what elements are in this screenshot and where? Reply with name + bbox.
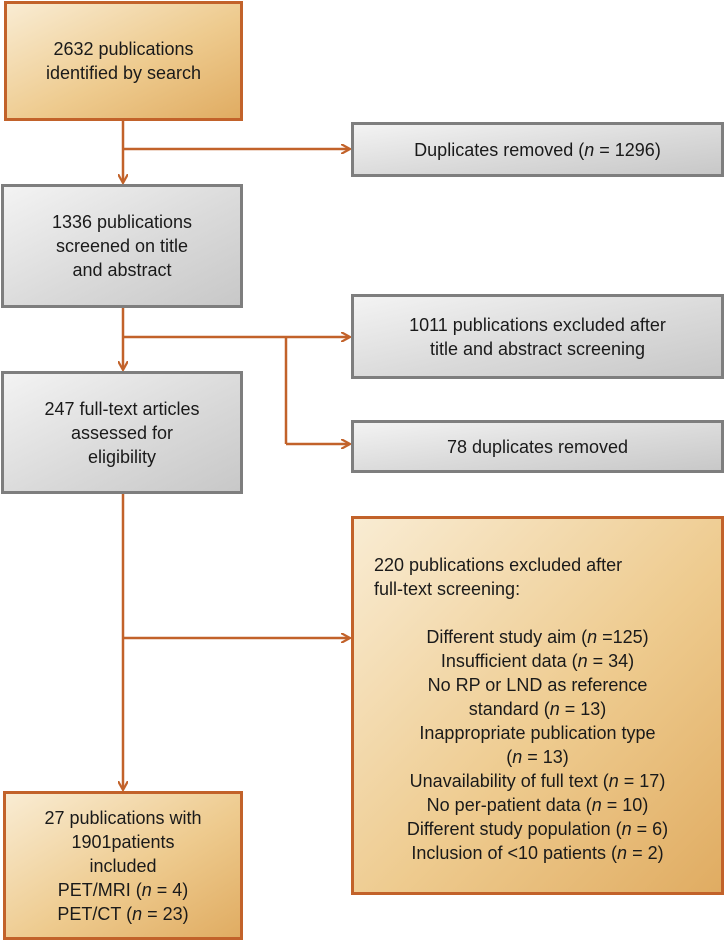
exclusion-reason: standard (n = 13) [468, 699, 607, 719]
fulltext-line-1: 247 full-text articles [44, 398, 200, 419]
screened-line-3: and abstract [72, 260, 172, 280]
excluded-title-line-1: 1011 publications excluded after [409, 314, 666, 335]
exclusion-reason: Different study population (n = 6) [406, 819, 669, 839]
exclusion-reason: (n = 13) [506, 747, 569, 767]
excluded-title-box: 1011 publications excluded after title a… [351, 294, 724, 379]
identified-line-1: 2632 publications [53, 39, 194, 59]
excluded-fulltext-box: 220 publications excluded after full-tex… [351, 516, 724, 895]
excluded-title-line-2: title and abstract screening [429, 338, 646, 359]
included-subgroup: PET/MRI (n = 4) [57, 879, 189, 900]
included-line-3: included [89, 855, 157, 876]
included-subgroup: PET/CT (n = 23) [57, 903, 189, 924]
exclusion-reason: No per-patient data (n = 10) [426, 795, 649, 815]
excluded-fulltext-header-1: 220 publications excluded after [374, 555, 623, 575]
exclusion-reason: Inappropriate publication type [419, 723, 656, 743]
screened-line-2: screened on title [55, 236, 189, 256]
exclusion-reason: Insufficient data (n = 34) [440, 651, 635, 671]
duplicates-text: Duplicates removed (n = 1296) [414, 139, 661, 160]
screened-box: 1336 publications screened on title and … [1, 184, 243, 308]
identified-line-2: identified by search [45, 63, 202, 83]
identified-box: 2632 publications identified by search [4, 1, 243, 121]
duplicates-box: Duplicates removed (n = 1296) [351, 122, 724, 177]
fulltext-box: 247 full-text articles assessed for elig… [1, 371, 243, 494]
duplicates-78-text: 78 duplicates removed [446, 436, 629, 457]
excluded-fulltext-header-2: full-text screening: [374, 579, 521, 599]
screened-line-1: 1336 publications [51, 212, 193, 232]
exclusion-reason: Different study aim (n =125) [426, 627, 649, 647]
included-box: 27 publications with 1901patients includ… [3, 791, 243, 940]
fulltext-line-2: assessed for [70, 422, 174, 443]
exclusion-reason: Unavailability of full text (n = 17) [409, 771, 666, 791]
fulltext-line-3: eligibility [87, 446, 157, 467]
included-line-2: 1901patients [71, 831, 175, 852]
duplicates-78-box: 78 duplicates removed [351, 420, 724, 473]
exclusion-reason: No RP or LND as reference [427, 675, 648, 695]
exclusion-reason: Inclusion of <10 patients (n = 2) [411, 843, 664, 863]
included-line-1: 27 publications with [44, 807, 202, 828]
